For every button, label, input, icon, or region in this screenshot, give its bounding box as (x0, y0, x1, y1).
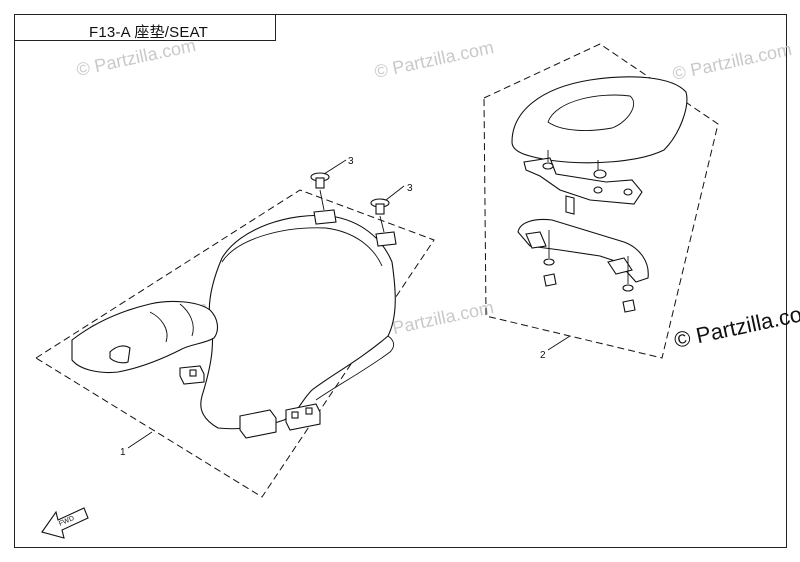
title-box: F13-A 座垫/SEAT (14, 14, 276, 41)
callout-front-seat: 1 (120, 447, 126, 458)
leader-front-seat (127, 431, 153, 449)
page-title: F13-A 座垫/SEAT (89, 24, 209, 41)
front-seat-outline (35, 189, 435, 498)
callout-bolt-right: 3 (407, 183, 413, 194)
leader-rear-seat (547, 335, 571, 351)
rear-seat[interactable] (511, 76, 688, 313)
watermark-3: © Partzilla.com (671, 39, 794, 84)
watermark-main: © Partzilla.com (672, 298, 800, 353)
front-seat[interactable] (71, 214, 396, 439)
diagram-frame (14, 14, 787, 548)
watermark-2: © Partzilla.com (373, 37, 496, 82)
watermark-1: © Partzilla.com (75, 35, 198, 80)
bolt-right[interactable] (370, 198, 397, 247)
leader-bolt-left (323, 159, 347, 175)
rear-seat-outline (483, 43, 719, 359)
bolt-left[interactable] (310, 172, 337, 225)
callout-rear-seat: 2 (540, 350, 546, 361)
fwd-arrow-icon: FWD (41, 507, 89, 539)
leader-bolt-right (385, 185, 405, 201)
callout-bolt-left: 3 (348, 156, 354, 167)
